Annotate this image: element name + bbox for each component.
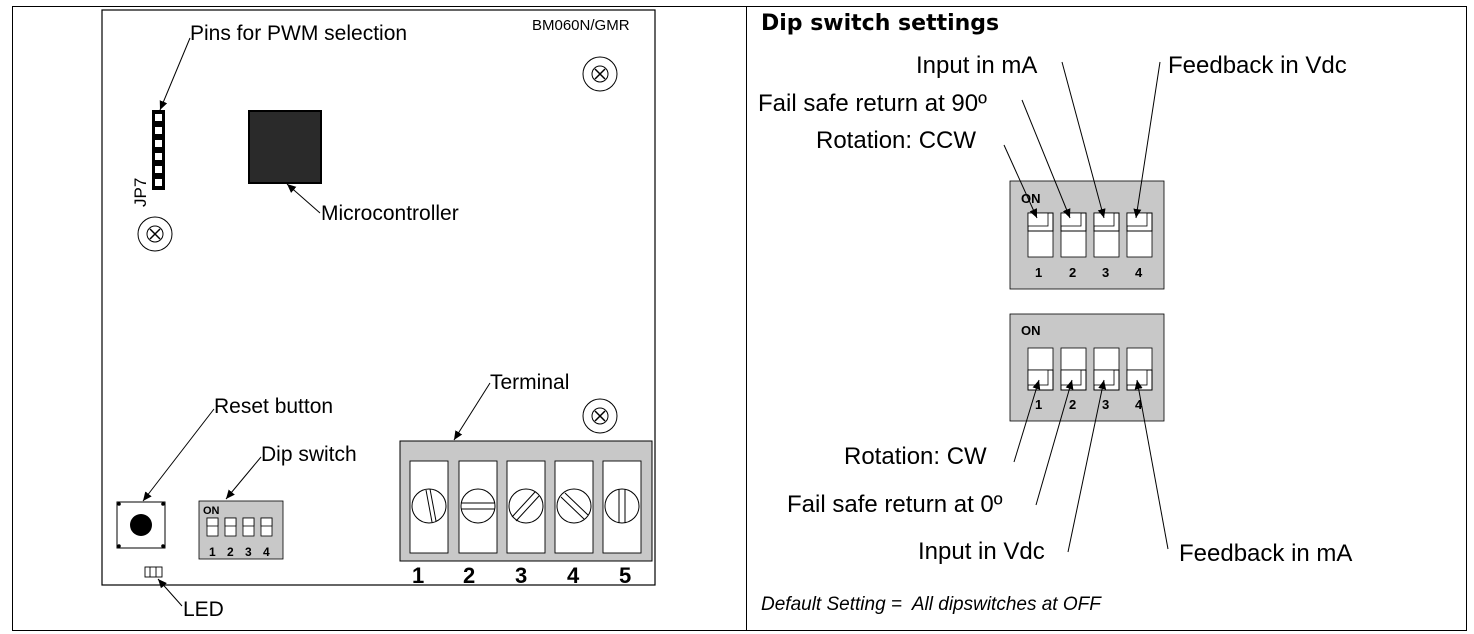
board-model-label: BM060N/GMR <box>532 17 630 34</box>
dip-number: 4 <box>1135 265 1143 280</box>
right-panel <box>746 6 1467 631</box>
board-dip-switch: ON 1 2 3 4 <box>198 500 284 560</box>
reset-button-icon <box>116 501 166 549</box>
callout-line <box>1013 379 1041 463</box>
terminal-block <box>399 440 653 562</box>
terminal-screw-3 <box>506 460 546 554</box>
callout-arrow <box>142 408 215 502</box>
off-input-label: Input in Vdc <box>918 538 1045 565</box>
pwm-pin-header <box>152 110 165 190</box>
on-feedback-label: Feedback in Vdc <box>1168 52 1347 79</box>
on-input-label: Input in mA <box>916 52 1038 79</box>
reset-button-label: Reset button <box>214 395 334 418</box>
default-setting-note: Default Setting = All dipswitches at OFF <box>761 594 1101 615</box>
dip-number: 2 <box>1069 265 1076 280</box>
dip-switch-on-diagram: ON 1 2 3 4 <box>1009 180 1165 290</box>
board-dip-number: 2 <box>227 545 234 559</box>
dip-switch-label: Dip switch <box>261 443 357 466</box>
callout-arrow <box>157 578 183 607</box>
settings-title: Dip switch settings <box>761 11 1000 36</box>
callout-line <box>1133 61 1161 219</box>
jumper-id-label: JP7 <box>131 178 150 207</box>
board-dip-number: 4 <box>263 545 270 559</box>
dip-number: 2 <box>1069 397 1076 412</box>
terminal-screw-5 <box>602 460 642 554</box>
dip-on-label: ON <box>1021 191 1041 206</box>
mounting-screw-icon <box>582 56 618 92</box>
terminal-screw-4 <box>554 460 594 554</box>
terminal-number: 1 <box>412 563 424 588</box>
board-dip-number: 1 <box>209 545 216 559</box>
led-icon <box>144 566 163 578</box>
callout-arrow <box>159 37 191 111</box>
microcontroller-chip <box>248 110 322 184</box>
on-failsafe-label: Fail safe return at 90º <box>758 90 987 117</box>
dip-on-label: ON <box>1021 323 1041 338</box>
pins-pwm-label: Pins for PWM selection <box>190 22 408 45</box>
off-failsafe-label: Fail safe return at 0º <box>787 491 1003 518</box>
terminal-label: Terminal <box>490 371 570 394</box>
callout-arrow <box>286 183 321 214</box>
dip-switch-off-diagram: ON 1 2 3 4 <box>1009 313 1165 422</box>
dip-number: 3 <box>1102 265 1109 280</box>
mounting-screw-icon <box>137 216 173 252</box>
terminal-number: 2 <box>463 563 475 588</box>
terminal-number: 3 <box>515 563 527 588</box>
board-dip-on-label: ON <box>203 505 220 517</box>
terminal-screw-2 <box>458 460 498 554</box>
terminal-number: 4 <box>567 563 580 588</box>
dip-number: 3 <box>1102 397 1109 412</box>
off-rotation-label: Rotation: CW <box>844 443 987 470</box>
dip-number: 4 <box>1135 397 1143 412</box>
dip-number: 1 <box>1035 265 1042 280</box>
callout-line <box>1035 379 1074 506</box>
callout-arrow <box>453 382 491 441</box>
terminal-screw-1 <box>409 460 449 554</box>
mounting-screw-icon <box>582 398 618 434</box>
on-rotation-label: Rotation: CCW <box>816 127 977 154</box>
callout-line <box>1134 379 1169 550</box>
dip-number: 1 <box>1035 397 1042 412</box>
callout-arrow <box>225 456 262 500</box>
board-dip-number: 3 <box>245 545 252 559</box>
callout-line <box>1067 379 1107 553</box>
callout-line <box>1003 144 1038 219</box>
off-feedback-label: Feedback in mA <box>1179 540 1353 567</box>
led-label: LED <box>183 598 224 621</box>
callout-line <box>1061 61 1106 219</box>
terminal-number: 5 <box>619 563 631 588</box>
microcontroller-label: Microcontroller <box>321 202 459 225</box>
callout-line <box>1021 99 1071 219</box>
